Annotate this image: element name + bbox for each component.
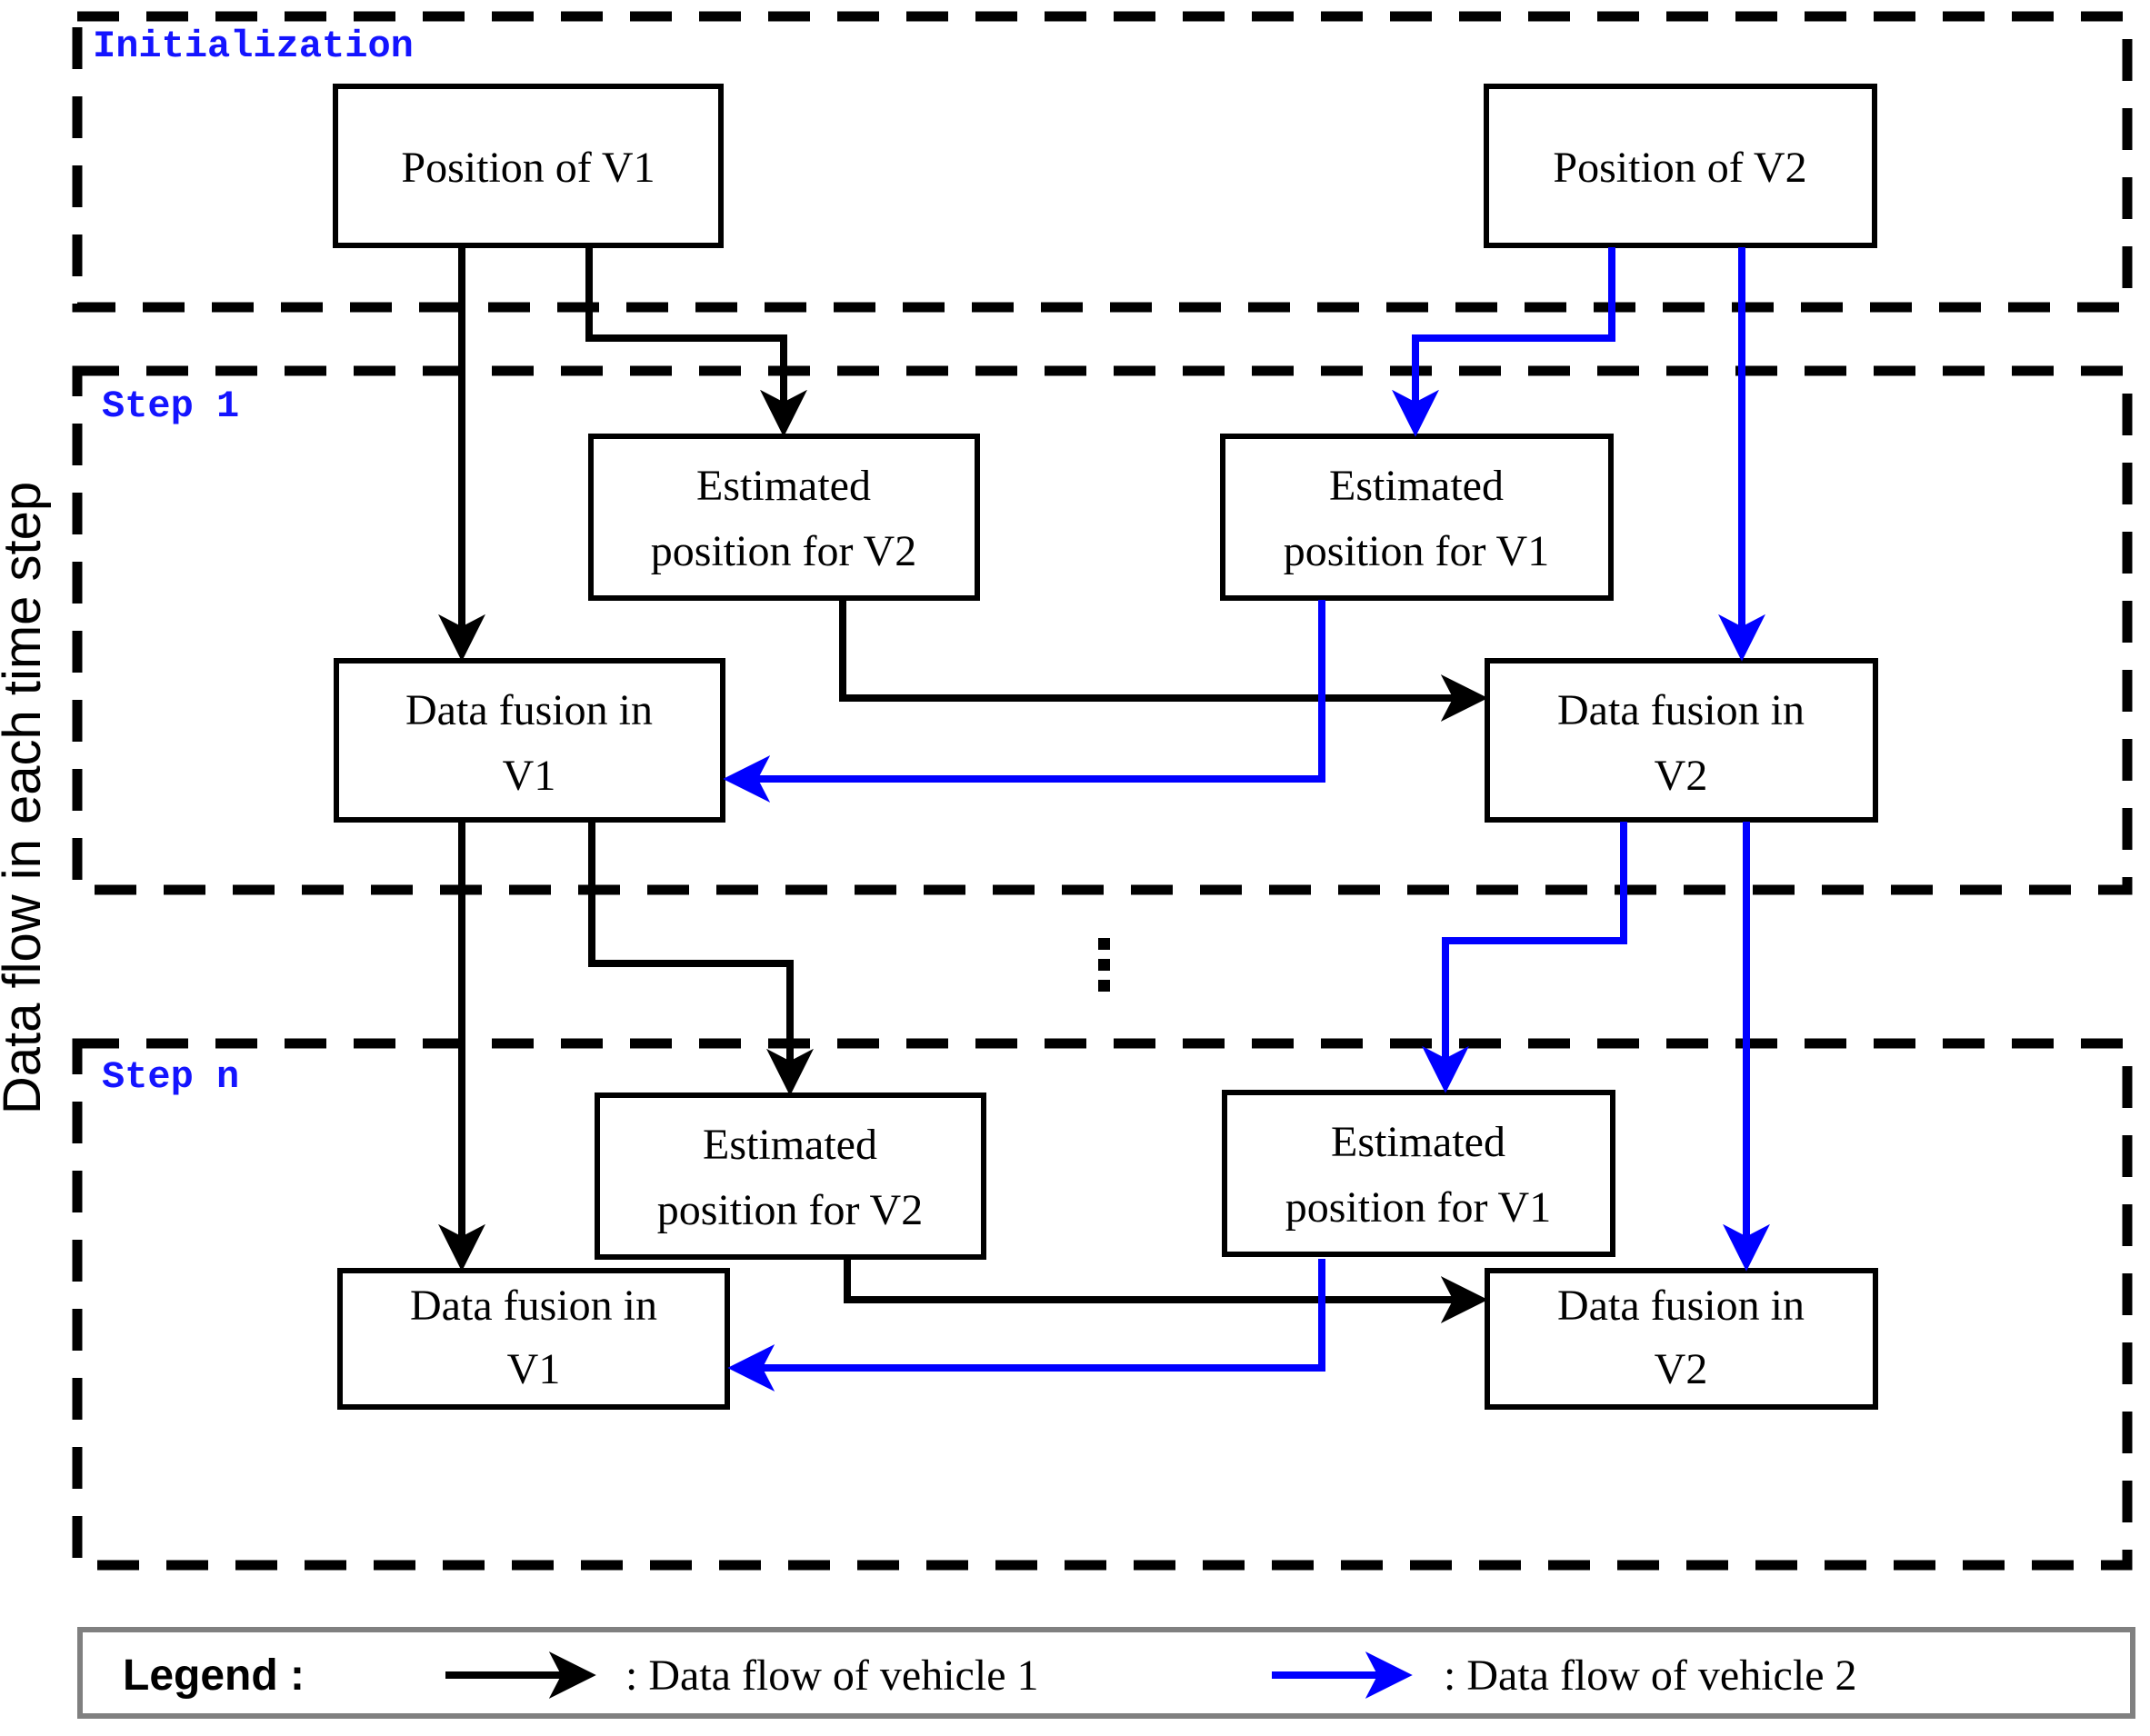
fusion-v1-stepn-label-line1: Data fusion in (410, 1282, 657, 1330)
fusion-v1-step1-label-line2: V1 (503, 752, 556, 800)
arrow-estv1-to-fusionv1-stepn (727, 1259, 1325, 1392)
estimated-v2-stepn-box (595, 1092, 986, 1260)
legend-vehicle2-label: : Data flow of vehicle 2 (1444, 1651, 1857, 1700)
legend-box (77, 1627, 2135, 1719)
estimated-v1-stepn-label-line2: position for V1 (1285, 1183, 1551, 1232)
estimated-v2-step1-label-line1: Estimated (696, 462, 871, 510)
fusion-v2-step1-label-line2: V2 (1655, 752, 1708, 800)
arrow-posv2-to-estv1-step1 (1392, 247, 1615, 437)
fusion-v2-stepn-label-line2: V2 (1655, 1345, 1708, 1393)
fusion-v1-step1-box (334, 658, 725, 823)
arrow-estv2-to-fusionv2-stepn (844, 1259, 1488, 1323)
vertical-ellipsis-icon (1098, 938, 1110, 992)
fusion-v1-stepn-box (337, 1268, 730, 1410)
legend: Legend : : Data flow of vehicle 1 : Data… (77, 1627, 2135, 1719)
stepn-section-label: Step n (102, 1055, 239, 1099)
estimated-v2-stepn-label-line1: Estimated (703, 1121, 877, 1169)
position-v1-box (333, 84, 724, 248)
step1-section-box (72, 365, 2133, 895)
fusion-v2-stepn-box (1485, 1268, 1878, 1410)
legend-vehicle1-label: : Data flow of vehicle 1 (625, 1651, 1039, 1700)
vehicle2-flow-arrows (723, 247, 1770, 1392)
fusion-v2-stepn-label-line1: Data fusion in (1557, 1282, 1805, 1330)
node-box-labels: Position of V1 Position of V2 Estimated … (401, 144, 1806, 1393)
position-v2-box (1484, 84, 1877, 248)
arrow-estv2-to-fusionv2-step1 (839, 600, 1488, 722)
estimated-v1-step1-label-line2: position for V1 (1284, 527, 1549, 575)
initialization-section-label: Initialization (93, 25, 414, 68)
estimated-v1-stepn-label-line1: Estimated (1331, 1118, 1505, 1166)
estimated-v1-step1-label-line1: Estimated (1329, 462, 1504, 510)
fusion-v1-step1-label-line1: Data fusion in (405, 686, 653, 734)
fusion-v1-stepn-label-line2: V1 (507, 1345, 561, 1393)
vehicle1-flow-arrows (438, 247, 1488, 1323)
vertical-axis-label: Data flow in each time step (0, 482, 52, 1114)
node-boxes (333, 84, 1878, 1410)
step1-section-label: Step 1 (102, 384, 239, 428)
arrow-posv1-to-estv2-step1 (585, 247, 807, 437)
fusion-v2-step1-label-line1: Data fusion in (1557, 686, 1805, 734)
arrow-fusionv1-step1-to-estv2-stepn (588, 822, 814, 1096)
stepn-section-box (72, 1038, 2133, 1571)
position-v1-label: Position of V1 (401, 144, 655, 192)
position-v2-label: Position of V2 (1553, 144, 1806, 192)
estimated-v1-stepn-box (1222, 1090, 1615, 1257)
arrow-fusionv2-step1-to-estv1-stepn (1422, 822, 1627, 1093)
estimated-v2-step1-label-line2: position for V2 (651, 527, 916, 575)
fusion-v2-step1-box (1485, 658, 1878, 823)
arrow-estv1-to-fusionv1-step1 (723, 600, 1325, 803)
legend-title: Legend : (123, 1651, 305, 1700)
estimated-v2-stepn-label-line2: position for V2 (657, 1186, 923, 1234)
